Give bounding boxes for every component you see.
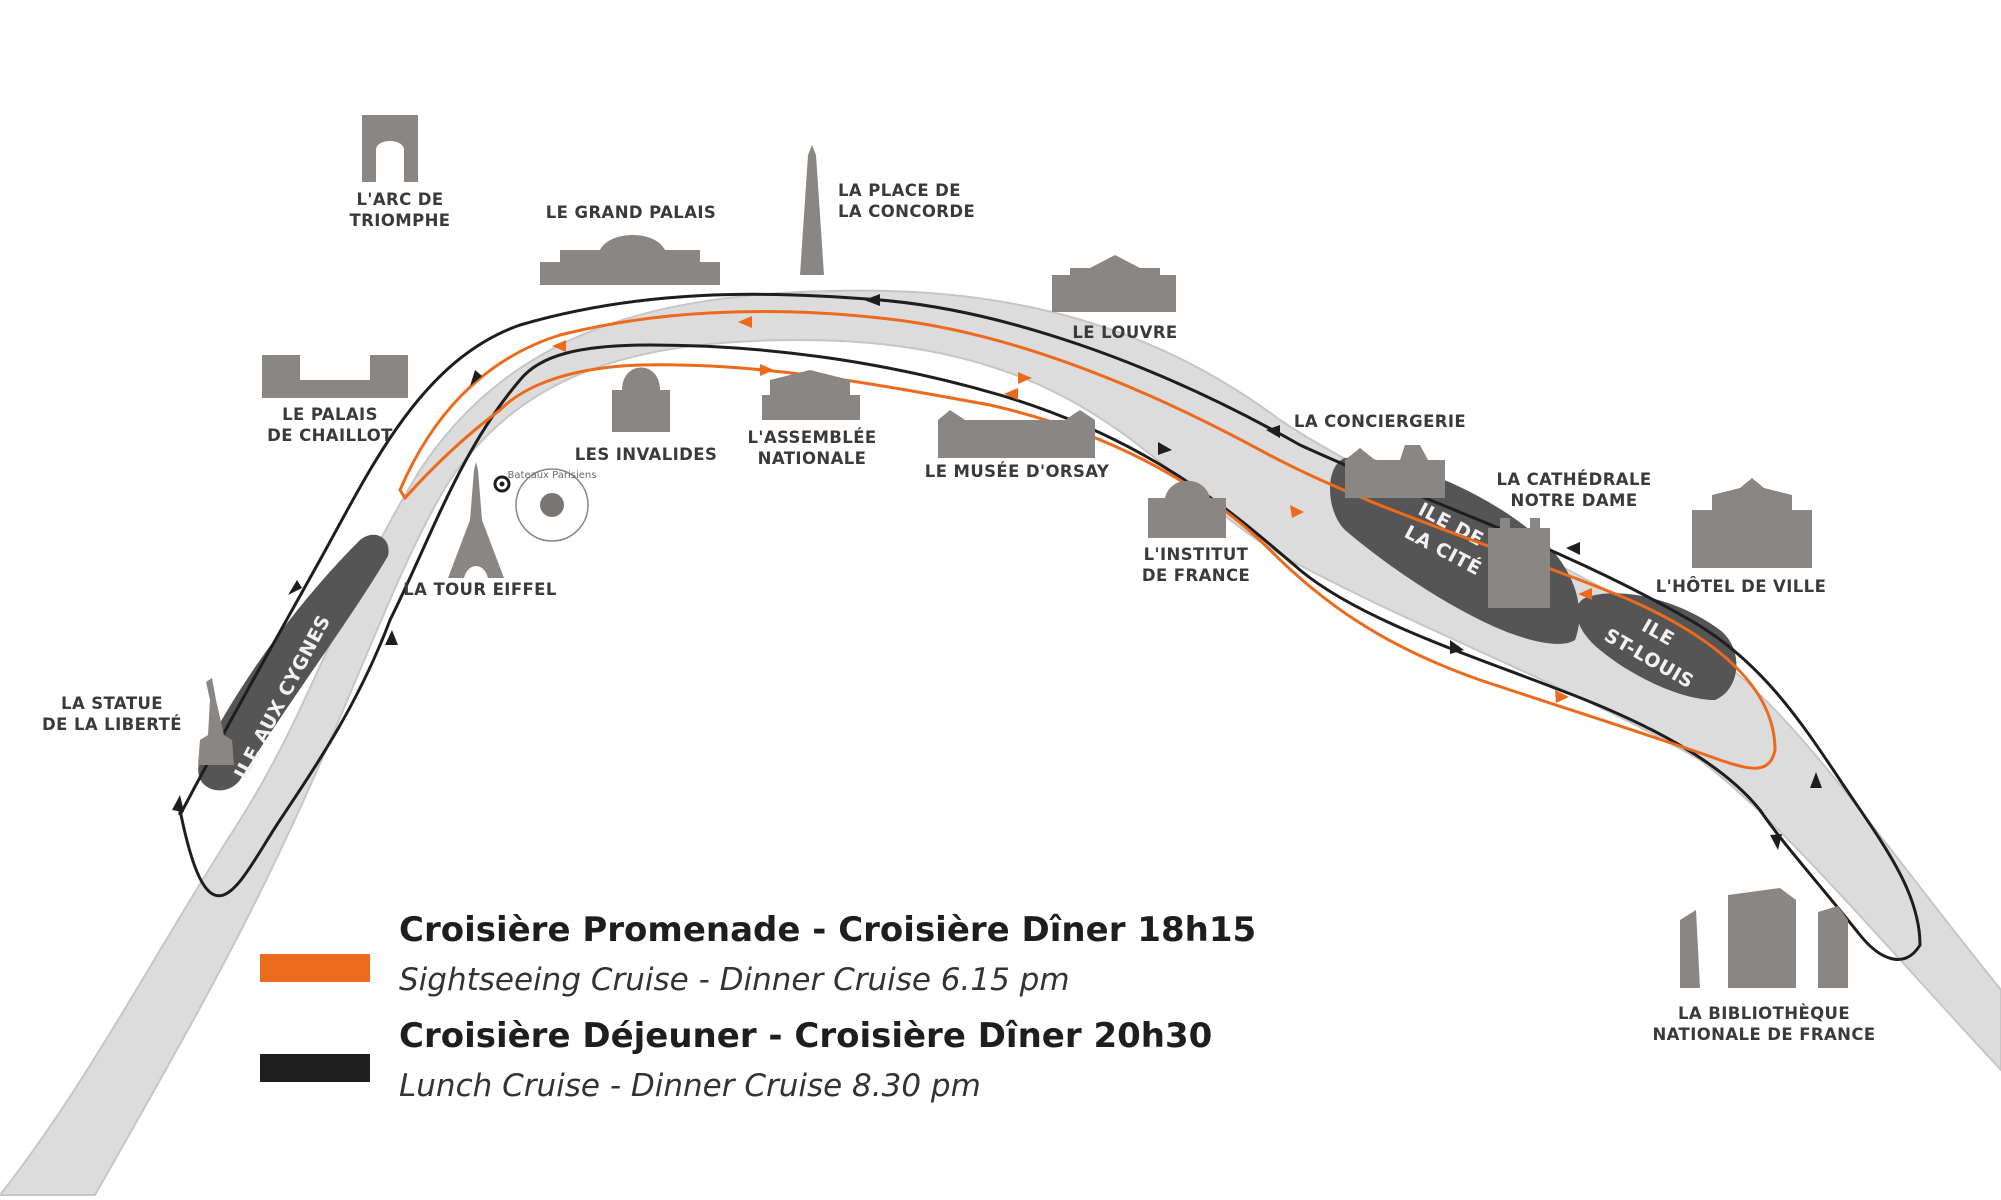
label-statue-2: DE LA LIBERTÉ	[42, 715, 182, 734]
legend-black-title: Croisière Déjeuner - Croisière Dîner 20h…	[399, 1016, 1213, 1056]
label-arc-2: TRIOMPHE	[350, 211, 451, 230]
louvre-pyramid-icon	[1052, 255, 1176, 312]
route-direction-arrows	[172, 294, 1822, 850]
label-louvre-1: LE LOUVRE	[1072, 323, 1177, 342]
label-bibliotheque-1: LA BIBLIOTHÈQUE	[1678, 1004, 1850, 1023]
bateaux-parisiens-logo: Bateaux Parisiens	[493, 468, 597, 542]
legend-black-subtitle: Lunch Cruise - Dinner Cruise 8.30 pm	[399, 1068, 981, 1104]
label-concorde-2: LA CONCORDE	[838, 202, 975, 221]
label-chaillot-2: DE CHAILLOT	[267, 426, 393, 445]
legend-orange-title: Croisière Promenade - Croisière Dîner 18…	[399, 910, 1257, 950]
obelisk-icon	[800, 145, 824, 275]
statue-of-liberty-icon	[198, 678, 234, 765]
label-hotel-de-ville-1: L'HÔTEL DE VILLE	[1656, 577, 1827, 596]
landmark-labels: L'ARC DE TRIOMPHE LE GRAND PALAIS LA PLACE …	[42, 181, 1875, 1044]
label-grand-palais-1: LE GRAND PALAIS	[546, 203, 716, 222]
label-invalides-1: LES INVALIDES	[575, 445, 718, 464]
label-assemblee-2: NATIONALE	[758, 449, 867, 468]
logo-text: Bateaux Parisiens	[508, 470, 597, 481]
black-route	[178, 292, 1922, 961]
musee-orsay-icon	[938, 410, 1095, 458]
notre-dame-icon	[1488, 518, 1550, 608]
bibliotheque-nationale-icon	[1680, 888, 1848, 988]
black-swatch	[260, 1054, 370, 1082]
eiffel-tower-icon	[448, 462, 504, 578]
assemblee-nationale-icon	[762, 370, 860, 420]
label-orsay-1: LE MUSÉE D'ORSAY	[925, 462, 1110, 481]
label-notre-dame-1: LA CATHÉDRALE	[1496, 470, 1651, 489]
label-institut-1: L'INSTITUT	[1144, 545, 1249, 564]
label-conciergerie-1: LA CONCIERGERIE	[1294, 412, 1466, 431]
invalides-dome-icon	[612, 367, 670, 432]
label-assemblee-1: L'ASSEMBLÉE	[747, 428, 876, 447]
orange-route	[398, 310, 1777, 770]
arc-de-triomphe-icon	[362, 115, 418, 182]
conciergerie-icon	[1345, 445, 1445, 498]
label-chaillot-1: LE PALAIS	[282, 405, 378, 424]
label-notre-dame-2: NOTRE DAME	[1511, 491, 1638, 510]
legend-orange-subtitle: Sightseeing Cruise - Dinner Cruise 6.15 …	[399, 962, 1070, 998]
label-bibliotheque-2: NATIONALE DE FRANCE	[1652, 1025, 1875, 1044]
hotel-de-ville-icon	[1692, 478, 1812, 568]
label-statue-1: LA STATUE	[61, 694, 163, 713]
institut-de-france-icon	[1148, 480, 1226, 538]
label-institut-2: DE FRANCE	[1142, 566, 1250, 585]
river-seine	[0, 289, 2001, 1196]
palais-de-chaillot-icon	[262, 355, 408, 398]
island-st-louis: ILE ST-LOUIS	[1576, 593, 1737, 700]
label-tour-eiffel-1: LA TOUR EIFFEL	[403, 580, 557, 599]
label-arc-1: L'ARC DE	[356, 190, 443, 209]
label-concorde-1: LA PLACE DE	[838, 181, 961, 200]
orange-swatch	[260, 954, 370, 982]
grand-palais-icon	[540, 235, 720, 285]
